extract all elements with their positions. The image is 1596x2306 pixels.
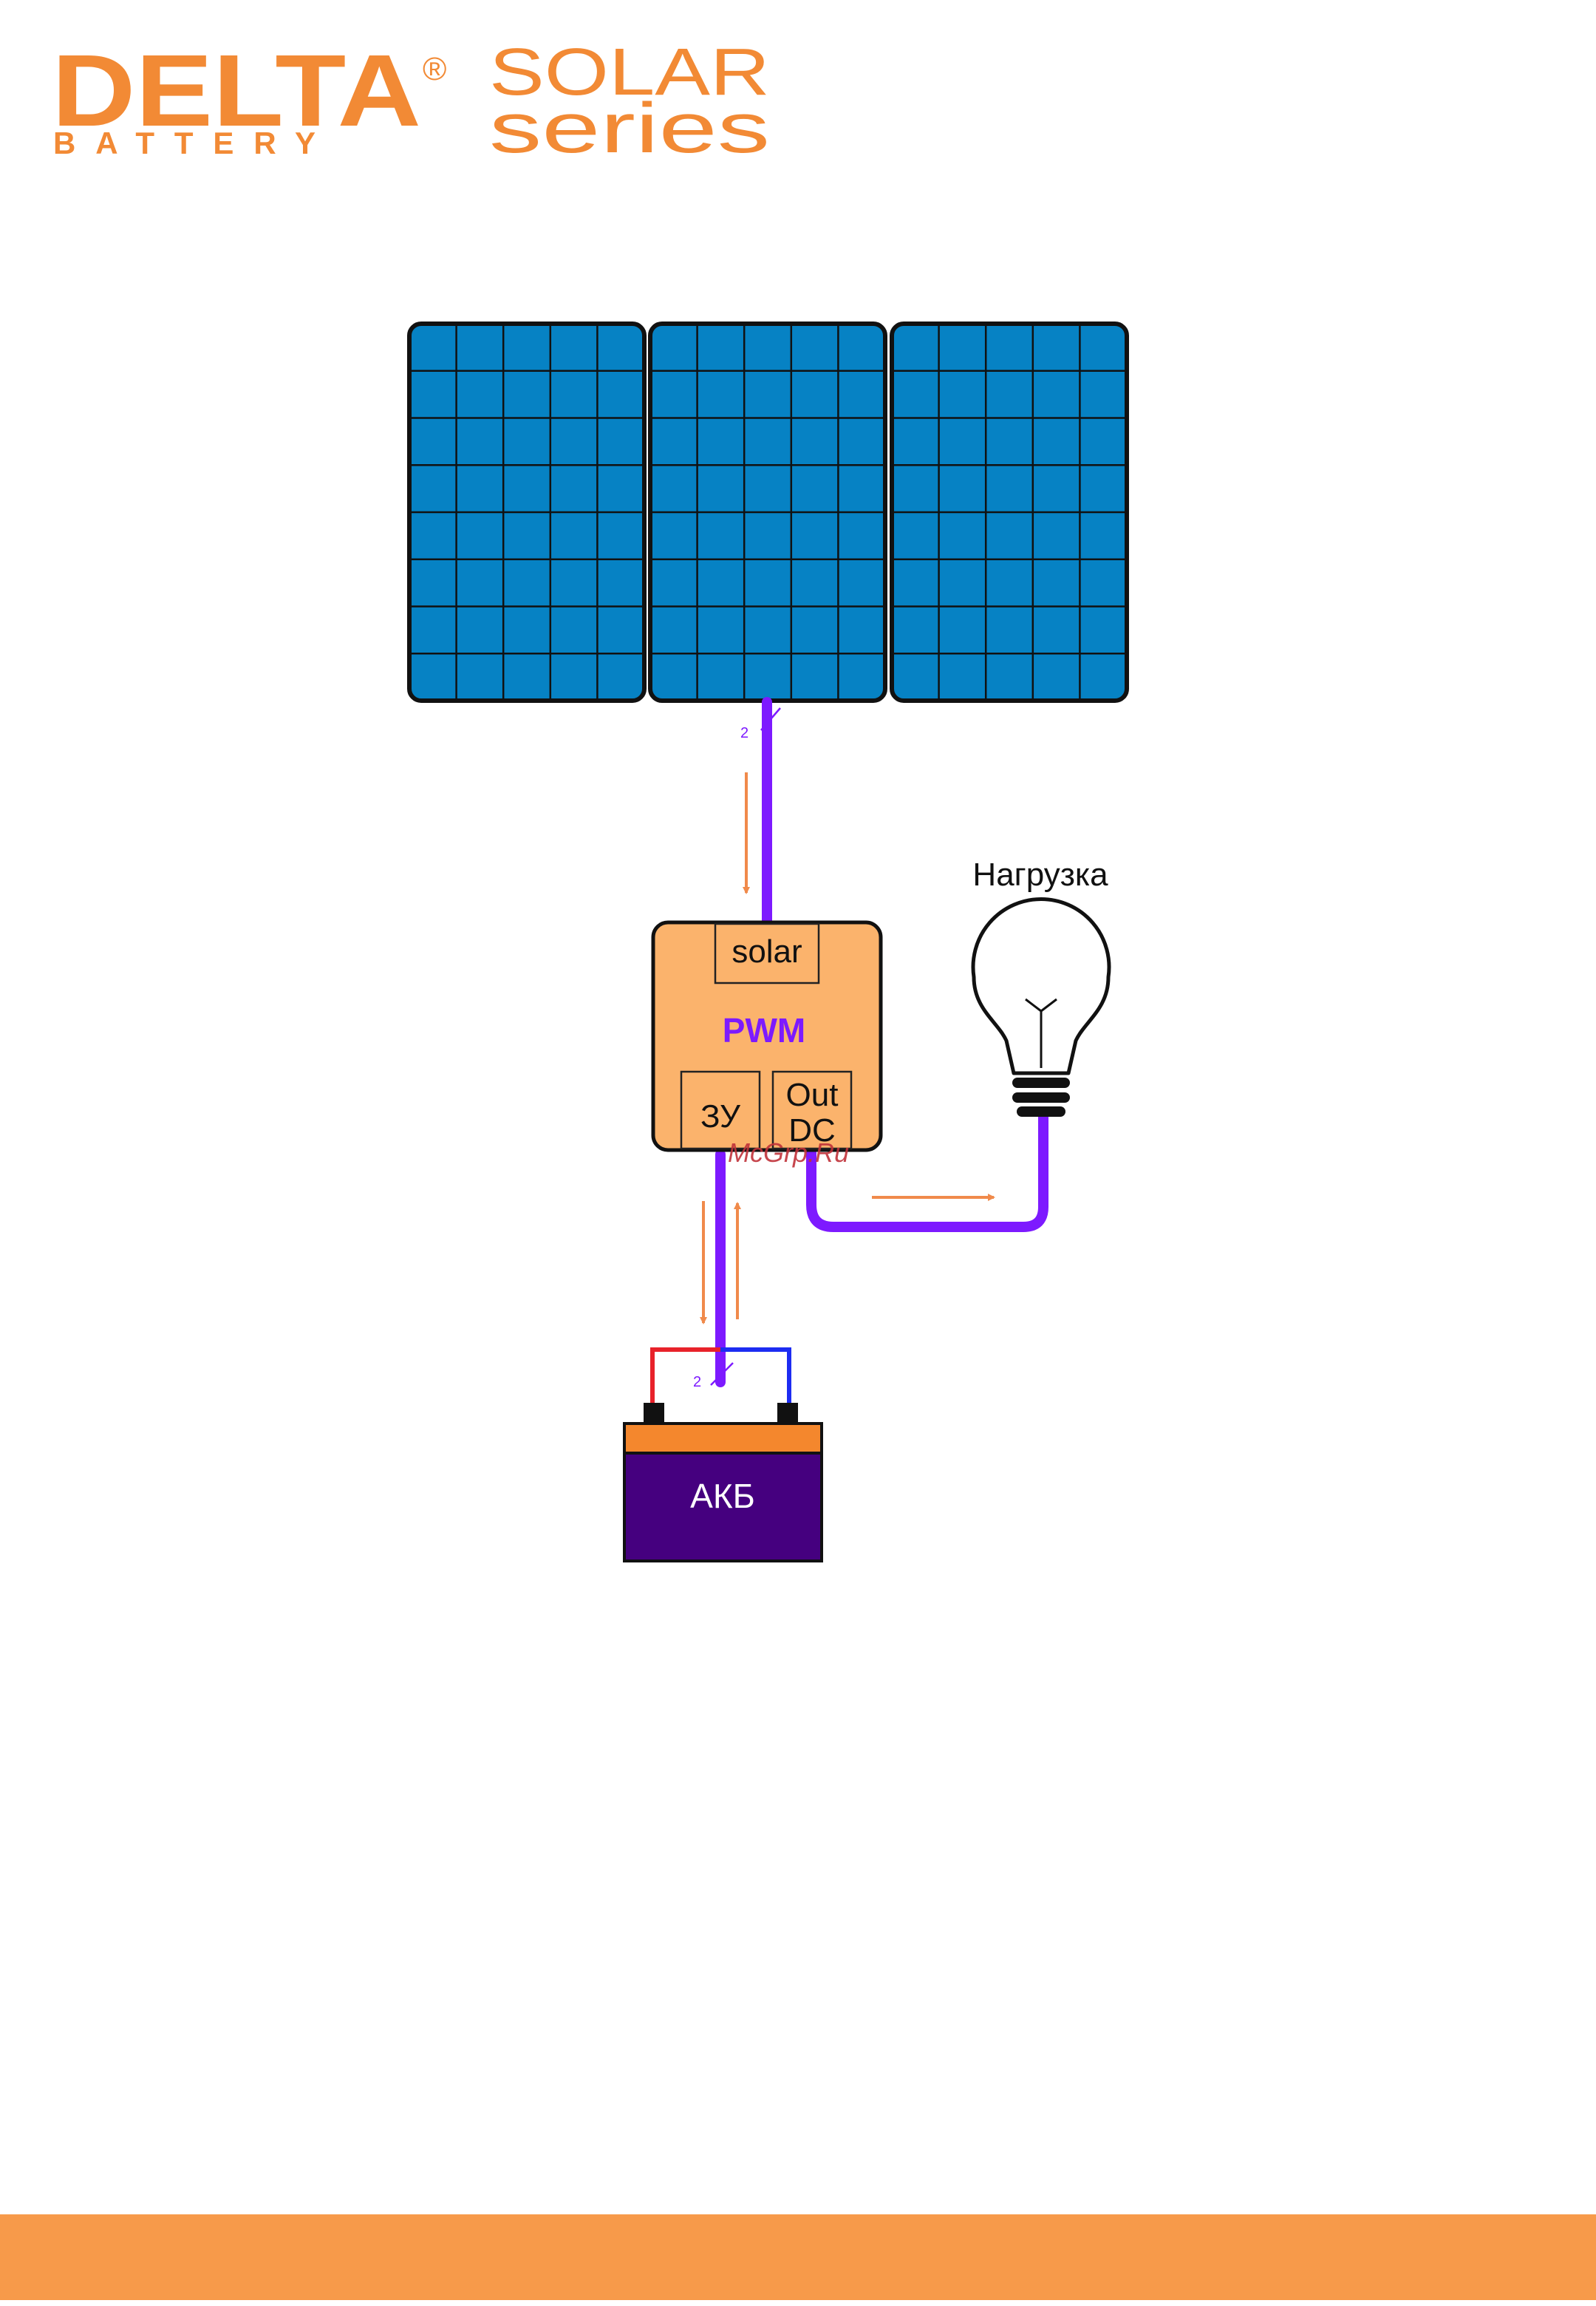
charge-port-label: ЗУ [700, 1098, 741, 1135]
positive-wire [652, 1350, 720, 1409]
negative-wire [720, 1350, 789, 1409]
footer-bar [0, 2214, 1596, 2300]
negative-terminal [777, 1403, 798, 1424]
delta-battery-logo: DELTA ® BATTERY SOLAR series [52, 34, 770, 168]
battery-label: АКБ [690, 1477, 755, 1515]
solar-port-label: solar [732, 933, 802, 970]
out-dc-label-line1: Out [786, 1077, 839, 1113]
battery-wire-count: 2 [693, 1374, 701, 1390]
light-bulb-icon [973, 899, 1109, 1073]
positive-terminal [644, 1403, 664, 1424]
pwm-controller: solar PWM ЗУ Out DC [653, 922, 881, 1150]
solar-panel-2 [650, 324, 885, 701]
solar-panel-3 [892, 324, 1127, 701]
solar-panel-1 [409, 324, 644, 701]
load-label: Нагрузка [972, 857, 1108, 893]
watermark: McGrp.Ru [728, 1137, 849, 1168]
brand-registered: ® [423, 51, 446, 87]
bulb-base [1012, 1078, 1070, 1117]
battery: АКБ [624, 1403, 822, 1561]
series-line-2: series [489, 89, 770, 168]
battery-top [624, 1424, 822, 1453]
solar-panels [409, 324, 1127, 701]
load-bulb: Нагрузка [972, 857, 1109, 1117]
controller-type: PWM [723, 1011, 805, 1050]
solar-wire-count: 2 [740, 725, 748, 741]
